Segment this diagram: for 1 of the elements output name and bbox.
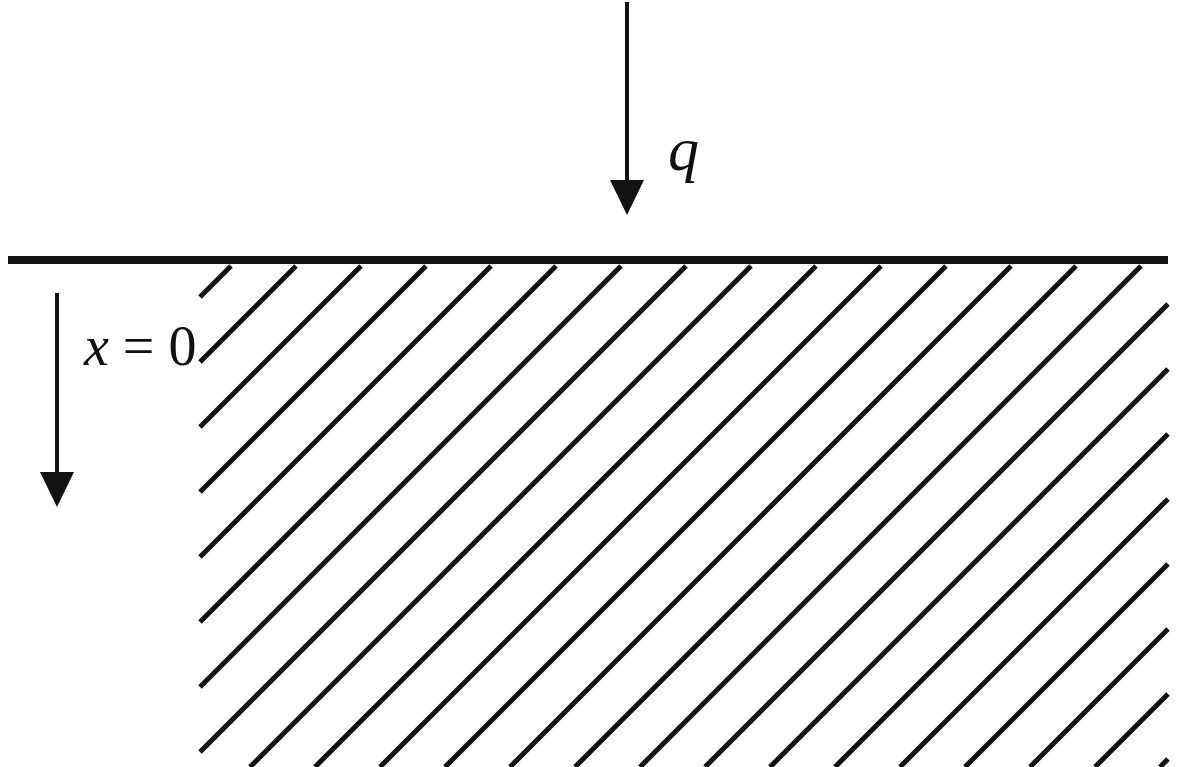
boundary-label: x = 0 xyxy=(84,318,197,374)
